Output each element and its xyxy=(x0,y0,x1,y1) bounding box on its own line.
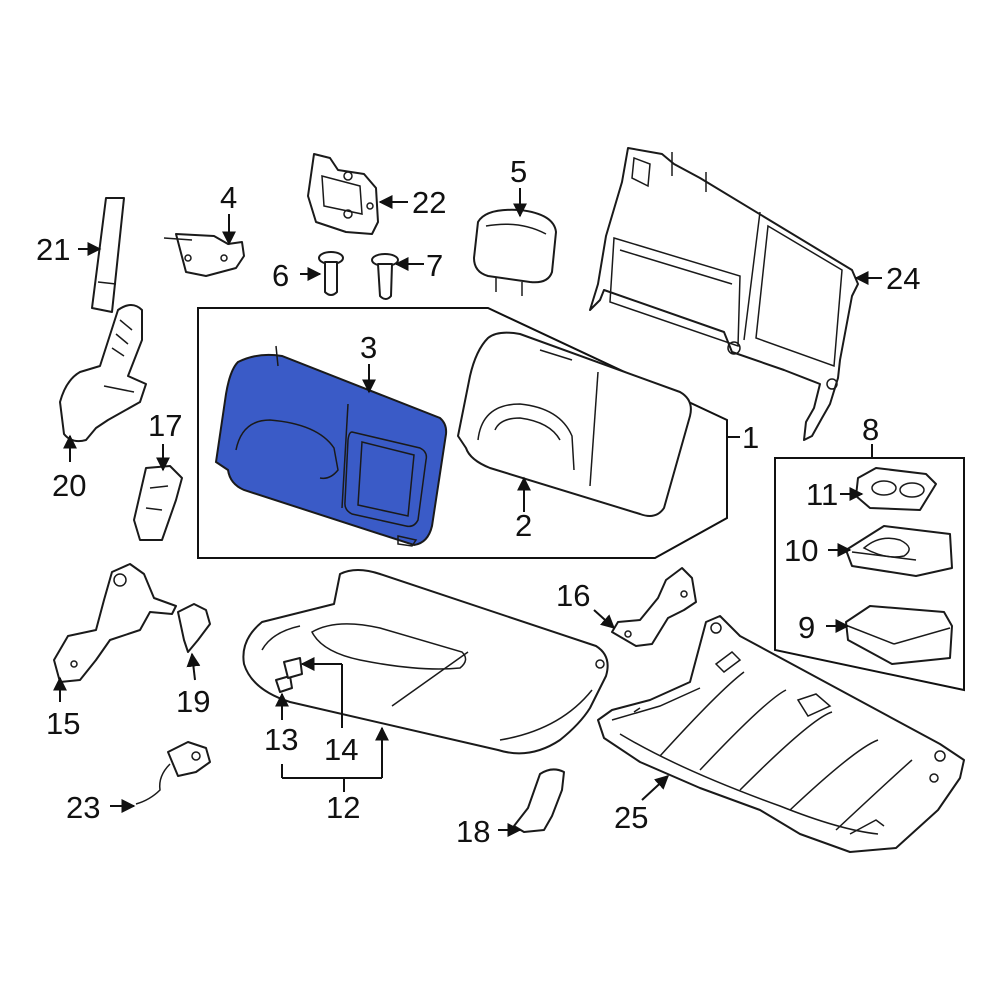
callout-4: 4 xyxy=(220,180,237,215)
seat-back-bottom-edge xyxy=(397,535,418,547)
callout-22: 22 xyxy=(412,185,446,220)
callout-3: 3 xyxy=(360,330,377,365)
seat-back-cover-body[interactable] xyxy=(214,353,448,547)
callout-20: 20 xyxy=(52,468,86,503)
hinge-bracket[interactable] xyxy=(307,153,379,235)
cushion-clip-14[interactable] xyxy=(283,657,303,679)
callout-19: 19 xyxy=(176,684,210,719)
callout-23: 23 xyxy=(66,790,100,825)
callout-7: 7 xyxy=(426,248,443,283)
seat-back-hook xyxy=(275,345,279,367)
seat-back-group-outline xyxy=(197,307,728,559)
lower-trim[interactable] xyxy=(513,768,565,833)
cupholder-insert[interactable] xyxy=(855,467,937,511)
leader-16 xyxy=(593,609,616,629)
callout-1: 1 xyxy=(742,420,759,455)
trim-cover[interactable] xyxy=(133,465,183,541)
seat-back-pad[interactable] xyxy=(457,331,692,517)
callout-6: 6 xyxy=(272,258,289,293)
seat-back-left-panel xyxy=(235,419,339,480)
callout-2: 2 xyxy=(515,508,532,543)
cable-assembly[interactable] xyxy=(135,741,211,805)
leader-19 xyxy=(186,652,201,681)
headrest-guide-6[interactable] xyxy=(318,251,344,296)
callout-14: 14 xyxy=(324,732,358,767)
headrest-guide-7[interactable] xyxy=(371,253,399,300)
seat-cushion[interactable] xyxy=(242,569,609,755)
callout-10: 10 xyxy=(784,533,818,568)
seat-back-passthrough-inner xyxy=(357,441,415,517)
seat-back-cover-highlighted[interactable] xyxy=(214,345,448,547)
seat-latch[interactable] xyxy=(163,233,245,277)
callout-5: 5 xyxy=(510,154,527,189)
leader-25 xyxy=(641,775,670,801)
headrest[interactable] xyxy=(473,208,557,296)
trim-strip[interactable] xyxy=(91,197,125,313)
cupholder-group-outline xyxy=(774,457,965,692)
callout-21: 21 xyxy=(36,232,70,267)
callout-12: 12 xyxy=(326,790,360,825)
seat-back-seam xyxy=(341,403,349,509)
seat-cushion-frame[interactable] xyxy=(597,615,965,853)
callout-24: 24 xyxy=(886,261,920,296)
callout-8: 8 xyxy=(862,412,879,447)
side-bracket[interactable] xyxy=(53,563,177,683)
cushion-bracket[interactable] xyxy=(611,567,697,647)
callout-25: 25 xyxy=(614,800,648,835)
seat-back-frame[interactable] xyxy=(589,147,859,441)
callout-11: 11 xyxy=(806,477,838,512)
side-bolster[interactable] xyxy=(59,304,147,443)
callout-17: 17 xyxy=(148,408,182,443)
callout-9: 9 xyxy=(798,610,815,645)
callout-13: 13 xyxy=(264,722,298,757)
small-trim[interactable] xyxy=(177,603,211,653)
callout-15: 15 xyxy=(46,706,80,741)
cushion-clip-13[interactable] xyxy=(275,675,293,693)
seat-back-passthrough-frame xyxy=(344,431,428,528)
callout-16: 16 xyxy=(556,578,590,613)
callout-18: 18 xyxy=(456,814,490,849)
armrest-pad[interactable] xyxy=(845,605,953,665)
cupholder-tray[interactable] xyxy=(845,525,953,577)
